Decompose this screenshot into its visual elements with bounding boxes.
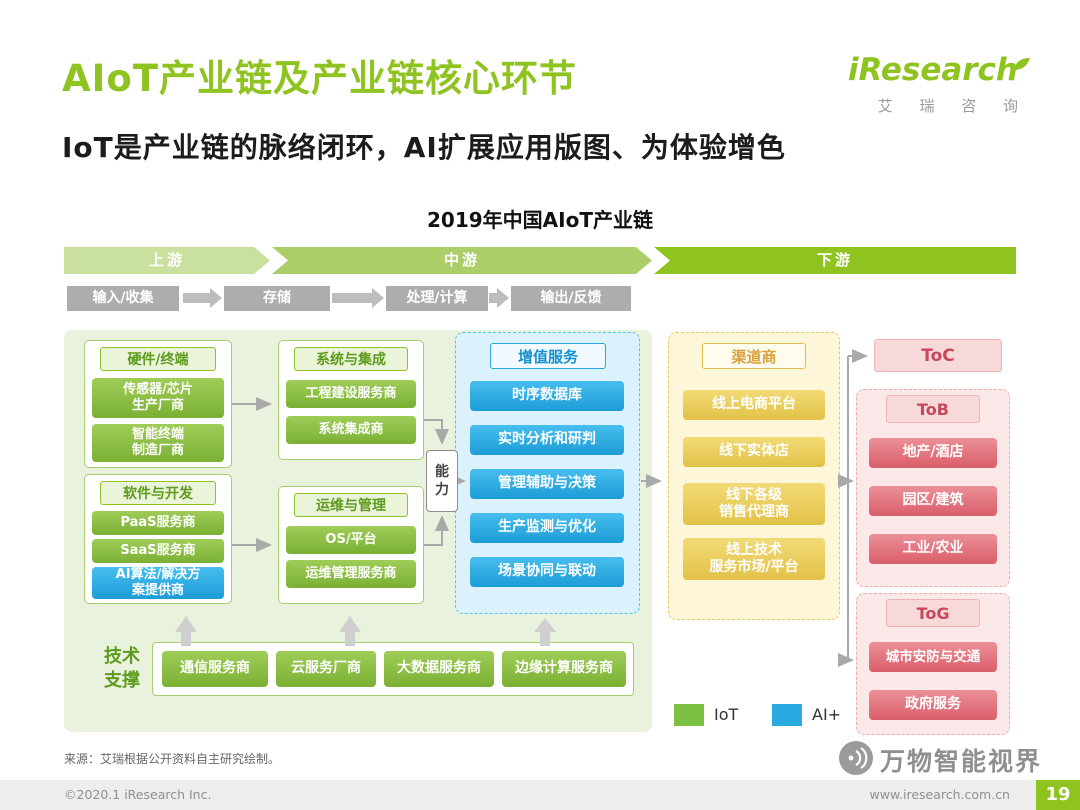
software-item: SaaS服务商 (92, 539, 224, 563)
tech-item: 边缘计算服务商 (502, 651, 626, 687)
watermark-icon (838, 740, 874, 780)
channel-item: 线下各级 销售代理商 (683, 483, 825, 525)
software-item: PaaS服务商 (92, 511, 224, 535)
process-box-storage: 存储 (224, 286, 330, 311)
system-item: 系统集成商 (286, 416, 416, 444)
page-title: AIoT产业链及产业链核心环节 (62, 57, 578, 100)
value-added-item: 时序数据库 (470, 381, 624, 411)
tog-item: 城市安防与交通 (869, 642, 997, 672)
stage-downstream: 下游 (654, 247, 1016, 274)
tech-item: 云服务厂商 (276, 651, 376, 687)
process-box-compute: 处理/计算 (386, 286, 488, 311)
source-note: 来源：艾瑞根据公开资料自主研究绘制。 (64, 752, 281, 766)
hardware-item: 智能终端 制造厂商 (92, 424, 224, 462)
page-number: 19 (1036, 780, 1080, 810)
ops-header: 运维与管理 (294, 493, 408, 517)
tob-item: 园区/建筑 (869, 486, 997, 516)
capability-box: 能力 (426, 450, 458, 512)
software-item-ai: AI算法/解决方 案提供商 (92, 567, 224, 599)
channel-item: 线下实体店 (683, 437, 825, 467)
footer-copyright: ©2020.1 iResearch Inc. (64, 787, 212, 802)
tech-item: 通信服务商 (162, 651, 268, 687)
process-box-input: 输入/收集 (67, 286, 179, 311)
footer-site-url: www.iresearch.com.cn (869, 787, 1011, 802)
system-header: 系统与集成 (294, 347, 408, 371)
tob-item: 工业/农业 (869, 534, 997, 564)
hardware-item: 传感器/芯片 生产厂商 (92, 378, 224, 418)
iresearch-logo: iResearch 艾 瑞 咨 询 (788, 52, 1030, 116)
legend-iot-label: IoT (714, 705, 739, 724)
tog-item: 政府服务 (869, 690, 997, 720)
software-header: 软件与开发 (100, 481, 216, 505)
tech-support-label: 技术 支撑 (104, 646, 140, 692)
toc-header: ToC (874, 339, 1002, 372)
watermark-text: 万物智能视界 (880, 747, 1043, 776)
stage-upstream: 上游 (64, 247, 270, 274)
page-subtitle: IoT是产业链的脉络闭环，AI扩展应用版图、为体验增色 (62, 131, 786, 164)
footer-bar (0, 780, 1080, 810)
channel-item: 线上技术 服务市场/平台 (683, 538, 825, 580)
channel-item: 线上电商平台 (683, 390, 825, 420)
tog-header: ToG (886, 599, 980, 627)
ops-item: OS/平台 (286, 526, 416, 554)
stage-midstream: 中游 (272, 247, 652, 274)
logo-chinese-name: 艾 瑞 咨 询 (877, 97, 1029, 115)
system-item: 工程建设服务商 (286, 380, 416, 408)
value-added-header: 增值服务 (490, 343, 606, 369)
process-box-output: 输出/反馈 (511, 286, 631, 311)
hardware-header: 硬件/终端 (100, 347, 216, 371)
legend-ai-swatch (772, 704, 802, 726)
leaf-icon (1012, 44, 1032, 80)
logo-wordmark: iResearch (848, 52, 1030, 88)
tob-item: 地产/酒店 (869, 438, 997, 468)
value-added-item: 场景协同与联动 (470, 557, 624, 587)
legend-ai-label: AI+ (812, 705, 842, 724)
value-added-item: 管理辅助与决策 (470, 469, 624, 499)
channel-header: 渠道商 (702, 343, 806, 369)
tech-item: 大数据服务商 (384, 651, 494, 687)
ops-item: 运维管理服务商 (286, 560, 416, 588)
diagram-title: 2019年中国AIoT产业链 (427, 208, 653, 232)
tob-header: ToB (886, 395, 980, 423)
legend-iot-swatch (674, 704, 704, 726)
value-added-item: 实时分析和研判 (470, 425, 624, 455)
value-added-item: 生产监测与优化 (470, 513, 624, 543)
